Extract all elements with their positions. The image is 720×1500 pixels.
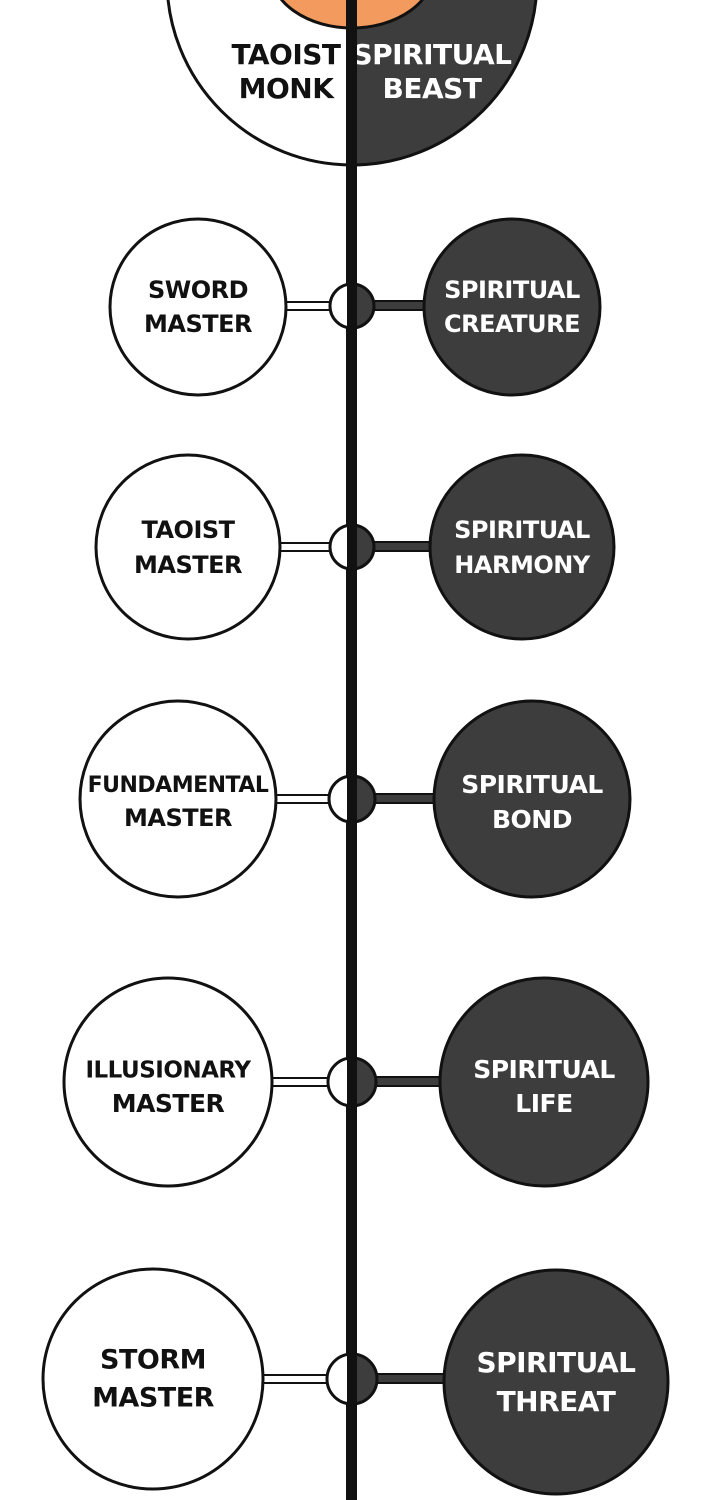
node-right-3-line2: BOND xyxy=(492,805,572,834)
node-right-3 xyxy=(432,699,632,899)
row-1: SWORD MASTER SPIRITUAL CREATURE xyxy=(108,217,602,397)
node-right-5-line1: SPIRITUAL xyxy=(476,1346,636,1379)
node-right-2-line1: SPIRITUAL xyxy=(454,516,590,544)
node-left-1-line2: MASTER xyxy=(144,310,252,338)
node-right-5 xyxy=(442,1268,670,1496)
node-left-5-line2: MASTER xyxy=(92,1383,215,1414)
node-left-2-line1: TAOIST xyxy=(141,516,235,544)
node-right-4-line1: SPIRITUAL xyxy=(473,1055,615,1084)
node-left-4 xyxy=(62,976,274,1188)
row-5: STORM MASTER SPIRITUAL THREAT xyxy=(41,1267,670,1496)
node-left-3-line2: MASTER xyxy=(124,804,232,832)
node-left-4-line1: ILLUSIONARY xyxy=(85,1058,251,1084)
row-2: TAOIST MASTER SPIRITUAL HARMONY xyxy=(94,453,616,641)
node-right-3-line1: SPIRITUAL xyxy=(461,770,603,799)
node-left-1-line1: SWORD xyxy=(148,276,248,304)
node-left-2 xyxy=(94,453,282,641)
node-right-2-line2: HARMONY xyxy=(454,551,591,579)
node-left-2-line2: MASTER xyxy=(134,551,242,579)
row-3: FUNDAMENTAL MASTER SPIRITUAL BOND xyxy=(78,699,632,899)
node-left-3 xyxy=(78,699,278,899)
origin-left-line2: MONK xyxy=(239,72,336,105)
node-right-1 xyxy=(422,217,602,397)
row-4: ILLUSIONARY MASTER SPIRITUAL LIFE xyxy=(62,976,650,1188)
central-axis-line xyxy=(346,0,357,1500)
origin-right-line1: SPIRITUAL xyxy=(352,38,512,71)
node-right-1-line2: CREATURE xyxy=(444,310,580,338)
origin-left-line1: TAOIST xyxy=(231,38,340,71)
node-left-5-line1: STORM xyxy=(100,1345,206,1376)
node-right-1-line1: SPIRITUAL xyxy=(444,276,580,304)
node-left-4-line2: MASTER xyxy=(112,1089,225,1118)
node-left-3-line1: FUNDAMENTAL xyxy=(88,773,269,798)
node-right-5-line2: THREAT xyxy=(497,1385,616,1418)
node-right-4 xyxy=(438,976,650,1188)
node-left-1 xyxy=(108,217,288,397)
origin-right-line2: BEAST xyxy=(383,72,482,105)
node-right-2 xyxy=(428,453,616,641)
node-left-5 xyxy=(41,1267,265,1491)
node-right-4-line2: LIFE xyxy=(515,1089,572,1118)
origin-node: TAOIST MONK SPIRITUAL BEAST xyxy=(166,0,538,167)
